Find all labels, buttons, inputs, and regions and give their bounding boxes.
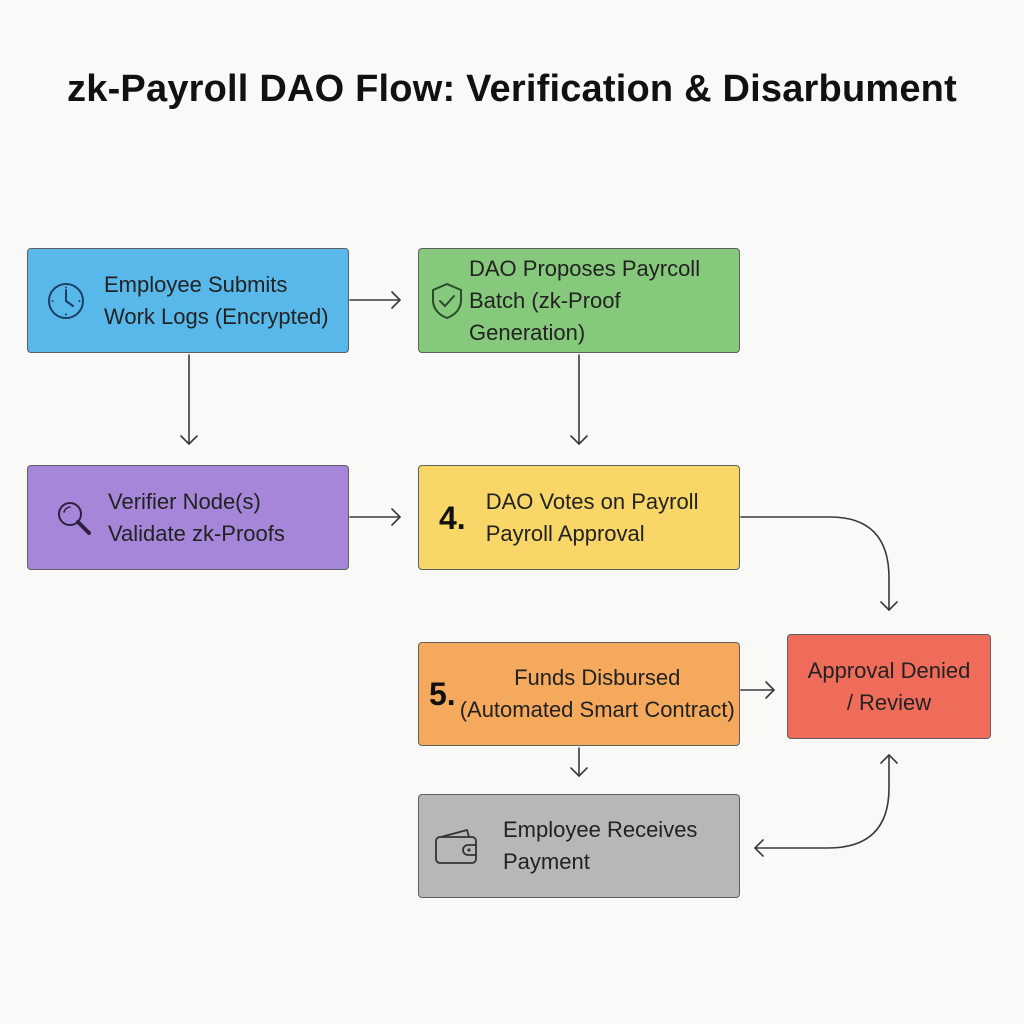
node-funds-disbursed-line1: Funds Disbursed [514,665,681,690]
arrow-disbursed-to-denied [740,681,775,699]
arrow-submits-to-proposes [349,291,401,309]
node-employee-receives: Employee Receives Payment [418,794,740,898]
node-dao-proposes: DAO Proposes Payrcoll Batch (zk-Proof Ge… [418,248,740,353]
magnifier-icon [54,498,94,538]
diagram-title: zk-Payroll DAO Flow: Verification & Disa… [67,68,957,110]
node-dao-votes: 4. DAO Votes on Payroll Payroll Approval [418,465,740,570]
step-number: 4. [439,499,466,536]
node-verifier: Verifier Node(s) Validate zk-Proofs [27,465,349,570]
arrow-receives-denied [754,754,898,857]
arrow-verifier-to-votes [349,508,401,526]
node-employee-receives-line1: Employee Receives [503,817,698,842]
node-approval-denied: Approval Denied / Review [787,634,991,739]
node-verifier-line2: Validate zk-Proofs [108,520,285,546]
clock-icon [46,281,86,321]
node-employee-receives-line2: Payment [503,849,590,874]
arrow-proposes-to-votes [570,354,588,445]
node-funds-disbursed-line2: (Automated Smart Contract) [459,697,735,722]
node-employee-submits-line2: Work Logs (Encrypted) [104,303,329,329]
node-dao-proposes-line2: Batch (zk-Proof Generation) [469,287,621,345]
step-number: 5. [429,676,456,712]
arrow-disbursed-to-receives [570,747,588,777]
node-approval-denied-line1: Approval Denied [807,657,971,683]
shield-check-icon [429,281,465,321]
node-approval-denied-line2: / Review [846,689,932,715]
node-dao-proposes-line1: DAO Proposes Payrcoll [469,255,701,281]
arrow-votes-to-denied [740,516,898,611]
node-employee-submits: Employee Submits Work Logs (Encrypted) [27,248,349,353]
arrow-submits-to-verifier [180,354,198,445]
node-verifier-line1: Verifier Node(s) [108,488,261,514]
wallet-icon [433,825,481,867]
node-employee-submits-line1: Employee Submits [104,271,288,297]
node-dao-votes-line1: DAO Votes on Payroll [485,488,699,514]
node-dao-votes-line2: Payroll Approval [485,520,645,546]
node-funds-disbursed: 5. Funds Disbursed (Automated Smart Cont… [418,642,740,746]
